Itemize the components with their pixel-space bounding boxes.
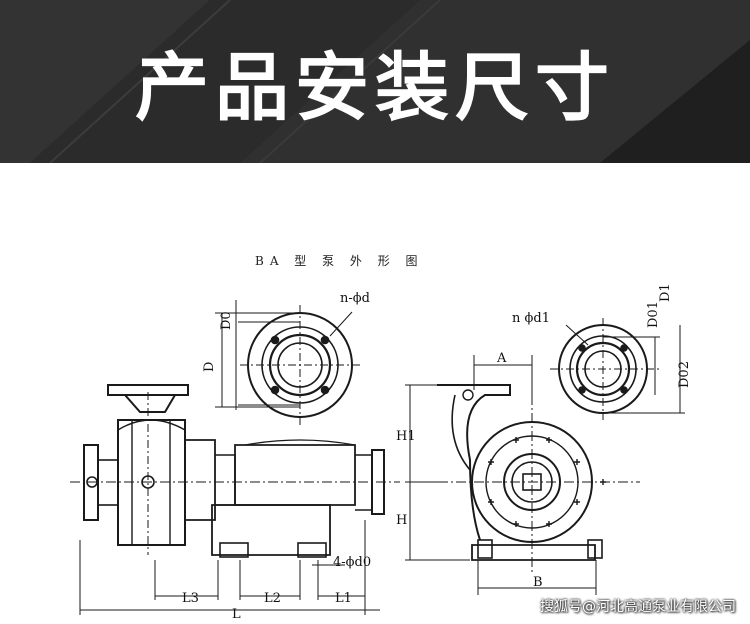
title-banner: 产品安装尺寸 [0,0,750,163]
dim-label-l: L [232,607,241,622]
dim-label-d02: D02 [677,361,692,388]
banner-background [0,0,750,163]
dim-label-l2: L2 [264,591,281,606]
watermark: 搜狐号@河北高通泵业有限公司 [540,599,736,615]
inlet-flange-view [550,318,685,420]
dim-label-d1: D1 [658,283,673,302]
pump-end-elevation [405,355,640,595]
pump-side-elevation [70,384,400,615]
dim-label-h: H [396,513,407,528]
dim-label-l3: L3 [182,591,199,606]
page-title: 产品安装尺寸 [135,45,615,131]
dim-label-h1: H1 [396,429,416,444]
dim-label-b: B [533,575,543,590]
dim-label-d0: D0 [219,311,234,330]
drawing-caption: BA 型 泵 外 形 图 [255,254,424,268]
dim-label-n-phi-d1: n ϕd1 [512,311,550,326]
dim-label-d01: D01 [646,301,661,328]
dim-label-l1: L1 [335,591,352,606]
dim-label-d: D [202,362,217,372]
dim-label-a: A [496,351,507,366]
outlet-flange-view [215,300,360,425]
dim-label-n-phi-d: n-ϕd [340,291,370,306]
dim-label-4-phi-d0: 4-ϕd0 [333,555,371,570]
